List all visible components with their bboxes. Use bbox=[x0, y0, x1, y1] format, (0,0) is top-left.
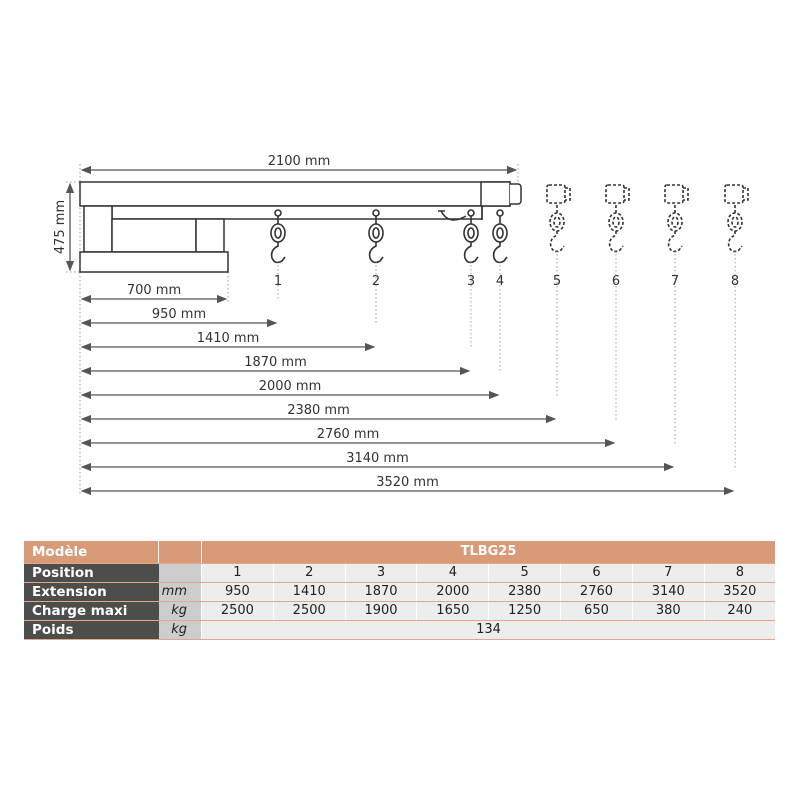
weight-value: 134 bbox=[201, 620, 775, 640]
dimension-label: 2760 mm bbox=[317, 427, 380, 442]
table-cell: 3520 bbox=[703, 582, 775, 602]
height-label: 475 mm bbox=[53, 200, 68, 254]
model-label: Modèle bbox=[24, 541, 159, 564]
dimension-label: 1410 mm bbox=[197, 331, 260, 346]
table-cell: 2380 bbox=[488, 582, 561, 602]
unit-header bbox=[158, 541, 202, 564]
table-cell: 2000 bbox=[416, 582, 489, 602]
hook-number: 7 bbox=[671, 274, 679, 289]
hook-number: 1 bbox=[274, 274, 282, 289]
row-label: Extension bbox=[24, 582, 159, 602]
table-cell: 1870 bbox=[344, 582, 417, 602]
hook-number: 4 bbox=[496, 274, 504, 289]
table-cell: 1650 bbox=[416, 601, 489, 621]
table-cell: 650 bbox=[560, 601, 633, 621]
row-label: Charge maxi bbox=[24, 601, 159, 621]
hook-number: 2 bbox=[372, 274, 380, 289]
table-cell: 1250 bbox=[488, 601, 561, 621]
dimension-label: 700 mm bbox=[127, 283, 181, 298]
table-cell: 3140 bbox=[631, 582, 705, 602]
hook-icon bbox=[270, 209, 286, 264]
hook-position-icon bbox=[664, 184, 689, 253]
table-cell: 2760 bbox=[560, 582, 633, 602]
table-cell: 240 bbox=[703, 601, 775, 621]
table-cell: 3 bbox=[344, 563, 417, 583]
table-cell: 5 bbox=[488, 563, 561, 583]
jib-frame bbox=[79, 181, 522, 273]
dimension-label: 3140 mm bbox=[346, 451, 409, 466]
jib-dimension-drawing: 2100 mm 475 mm 1 2 3 4 5 6 7 8 700 mm 950 mm 1410… bbox=[53, 154, 749, 496]
hook-number: 3 bbox=[467, 274, 475, 289]
table-cell: 950 bbox=[201, 582, 274, 602]
extension-dimensions: 700 mm 950 mm 1410 mm 1870 mm 2000 mm 2380 mm… bbox=[80, 283, 735, 496]
row-unit: kg bbox=[158, 601, 202, 621]
hooks-layer: 1 2 3 4 5 6 7 8 bbox=[270, 184, 749, 468]
table-cell: 2500 bbox=[272, 601, 346, 621]
row-unit: kg bbox=[158, 620, 202, 640]
dimension-label: 950 mm bbox=[152, 307, 206, 322]
dimension-label: 1870 mm bbox=[244, 355, 307, 370]
table-cell: 1 bbox=[201, 563, 274, 583]
table-cell: 2 bbox=[272, 563, 346, 583]
table-cell: 380 bbox=[631, 601, 705, 621]
dimension-label: 3520 mm bbox=[376, 475, 439, 490]
table-cell: 2500 bbox=[201, 601, 274, 621]
table-cell: 7 bbox=[631, 563, 705, 583]
overall-length-label: 2100 mm bbox=[268, 154, 331, 169]
hook-icon bbox=[463, 209, 479, 264]
hook-icon bbox=[368, 209, 384, 264]
hook-position-icon bbox=[546, 184, 571, 253]
table-cell: 8 bbox=[703, 563, 775, 583]
table-cell: 1410 bbox=[272, 582, 346, 602]
row-unit bbox=[158, 563, 202, 583]
extension-lines bbox=[66, 164, 519, 495]
hook-number: 5 bbox=[553, 274, 561, 289]
dimension-label: 2000 mm bbox=[259, 379, 322, 394]
row-unit: mm bbox=[158, 582, 202, 602]
row-label: Poids bbox=[24, 620, 159, 640]
table-cell: 4 bbox=[416, 563, 489, 583]
hook-icon bbox=[492, 209, 508, 264]
hook-number: 8 bbox=[731, 274, 739, 289]
dimension-label: 2380 mm bbox=[287, 403, 350, 418]
table-cell: 1900 bbox=[344, 601, 417, 621]
table-header-row: Modèle TLBG25 bbox=[24, 541, 775, 564]
table-cell: 6 bbox=[560, 563, 633, 583]
hook-position-icon bbox=[724, 184, 749, 253]
hook-position-icon bbox=[605, 184, 630, 253]
model-name: TLBG25 bbox=[201, 541, 775, 564]
hook-number: 6 bbox=[612, 274, 620, 289]
row-label: Position bbox=[24, 563, 159, 583]
